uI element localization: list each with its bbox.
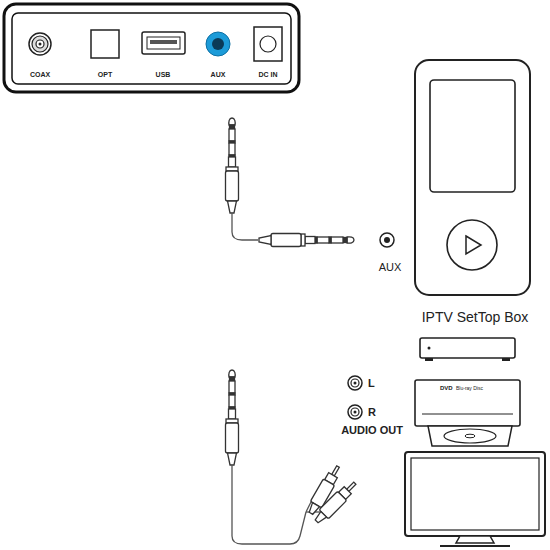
output-label: AUDIO OUT — [341, 425, 403, 436]
port-label: USB — [156, 71, 171, 78]
port-label: DC IN — [258, 71, 277, 78]
input-label: AUX — [379, 262, 402, 273]
channel-label: L — [368, 378, 375, 389]
port-label: OPT — [98, 71, 112, 78]
port-label: AUX — [211, 71, 226, 78]
logo-text: Blu-ray Disc — [456, 386, 483, 391]
logo-text: DVD — [440, 385, 453, 391]
port-label: COAX — [30, 71, 50, 78]
channel-label: R — [368, 407, 376, 418]
device-label: IPTV SetTop Box — [422, 310, 529, 324]
